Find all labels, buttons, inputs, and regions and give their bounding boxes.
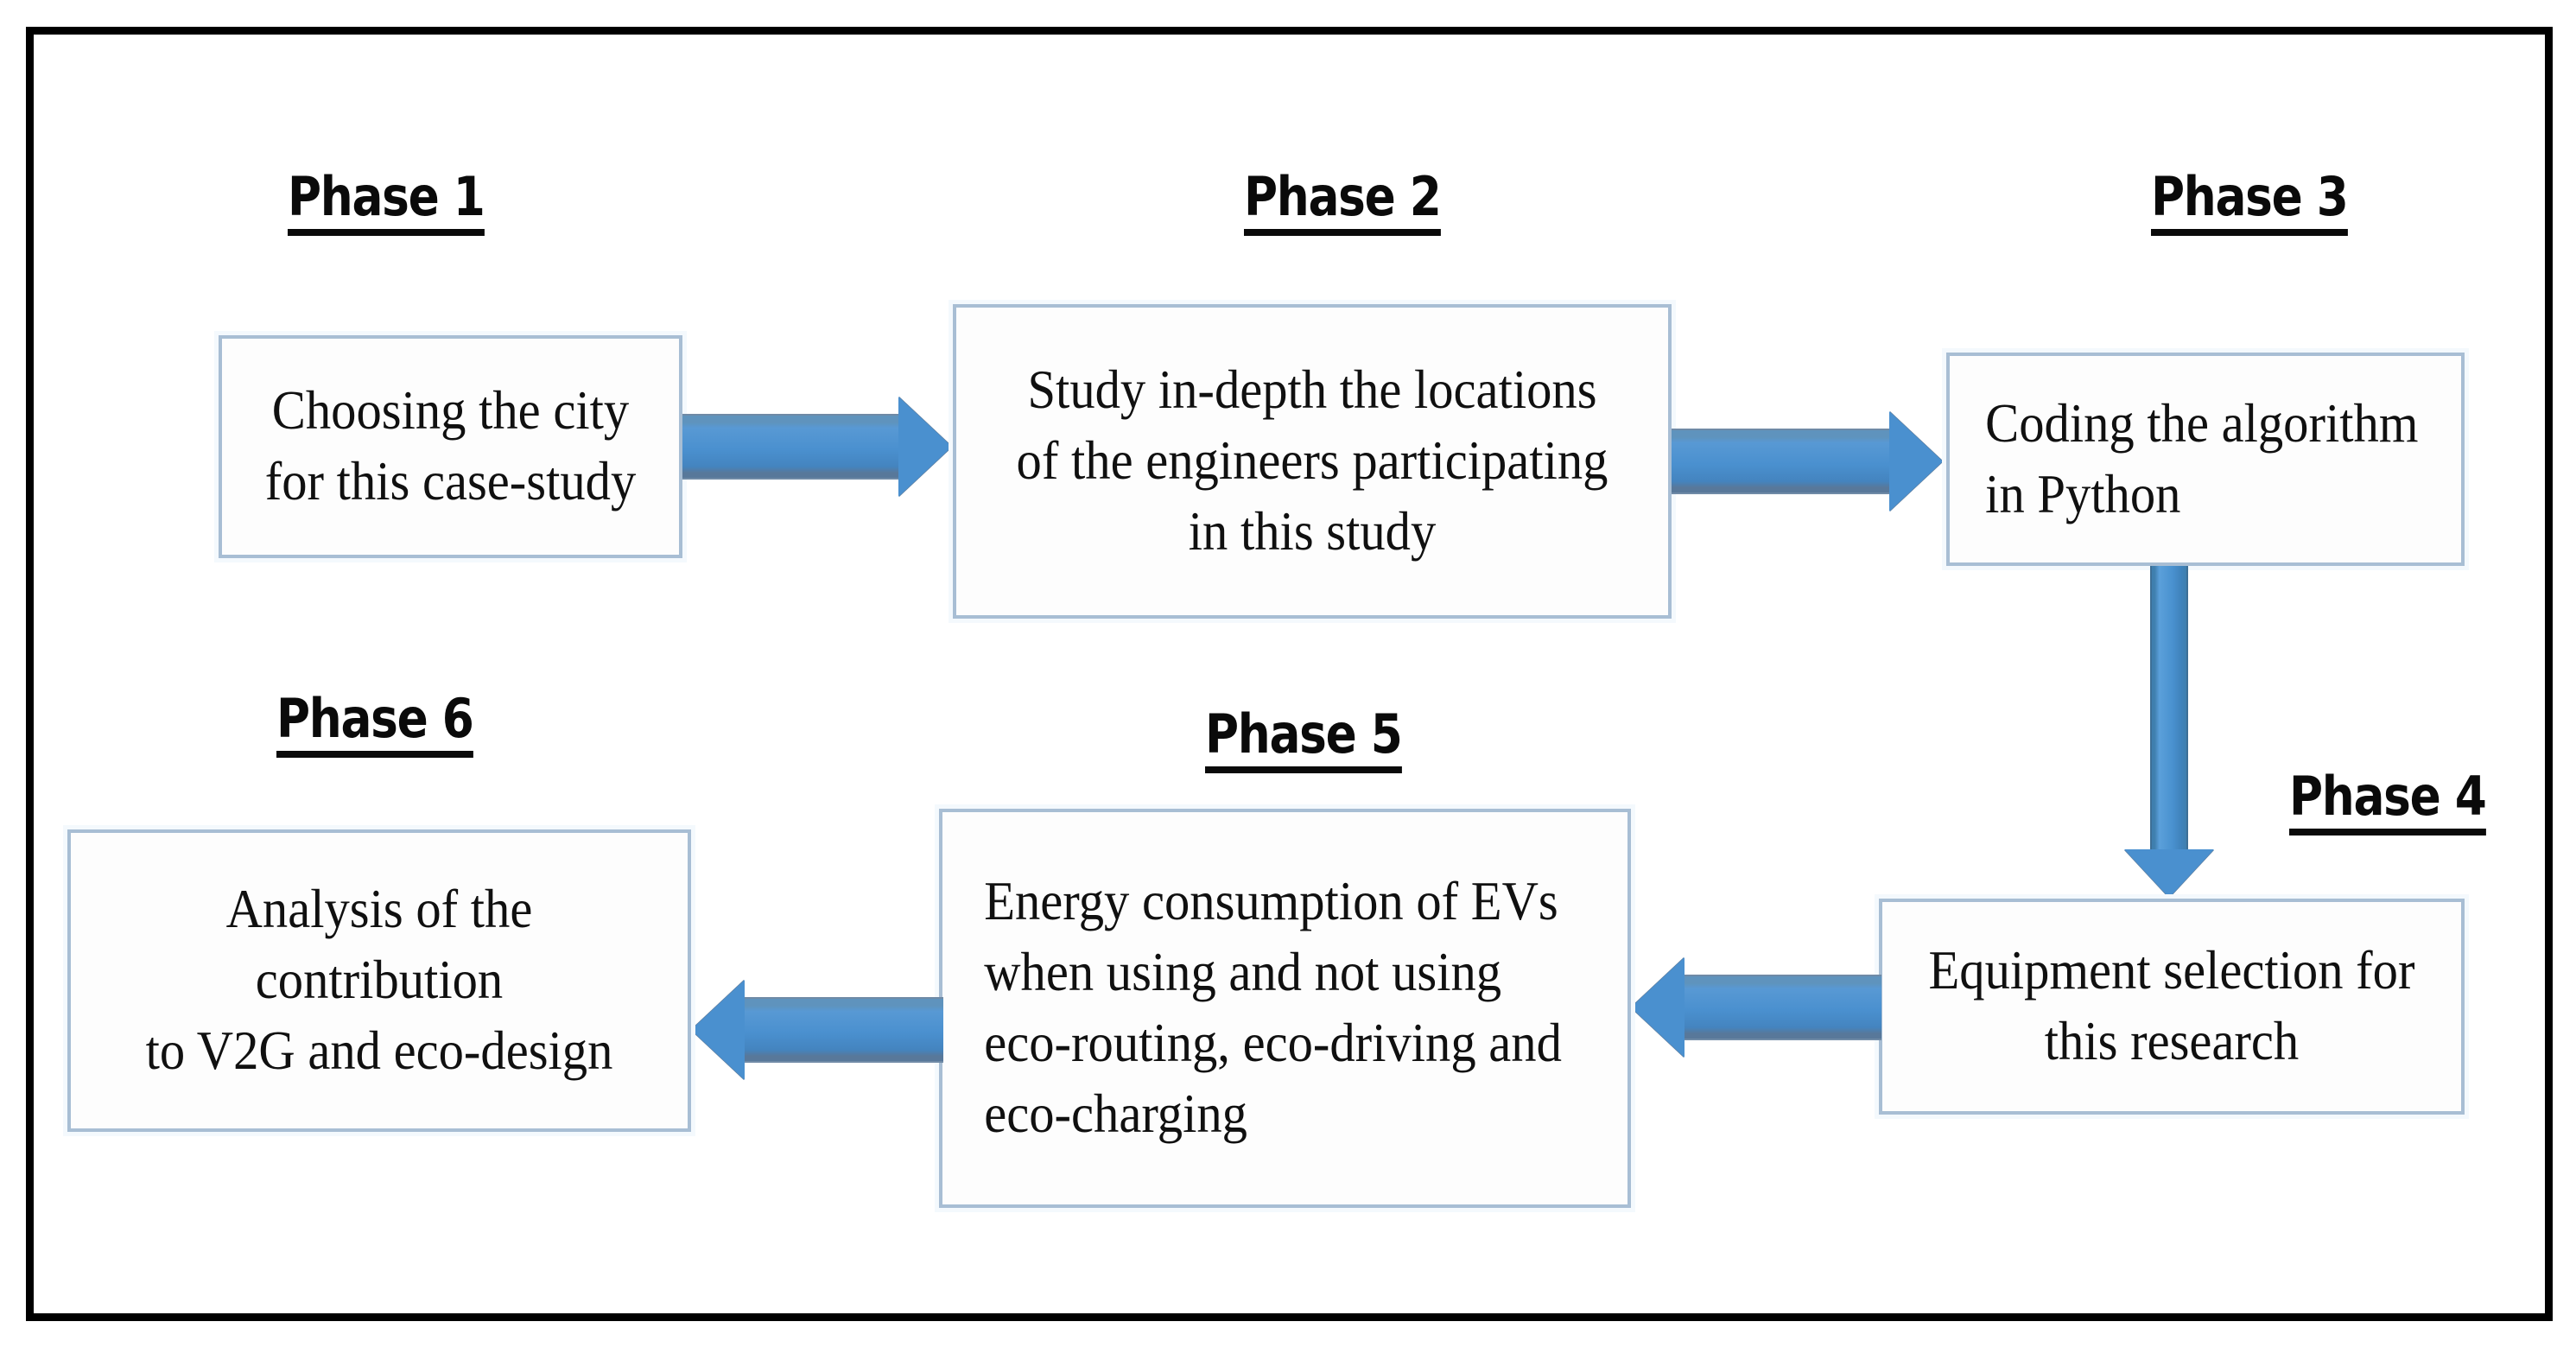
phase-1-label: Phase 1	[288, 169, 485, 237]
arrow-shaft	[2150, 566, 2188, 851]
phase-5-box-text: Energy consumption of EVs when using and…	[984, 871, 1562, 1144]
phase-1-box[interactable]: Choosing the city for this case-study	[219, 335, 682, 558]
arrow-head-right-icon	[1889, 411, 1943, 511]
arrow-phase3-to-phase4	[2124, 566, 2214, 899]
arrow-head-down-icon	[2124, 849, 2214, 898]
arrow-shaft	[1683, 975, 1881, 1040]
phase-4-box-text: Equipment selection for this research	[1928, 940, 2415, 1071]
phase-2-label: Phase 2	[1244, 169, 1442, 237]
phase-6-label: Phase 6	[276, 691, 474, 759]
phase-6-box-text: Analysis of the contribution to V2G and …	[145, 879, 613, 1081]
phase-4-label: Phase 4	[2289, 769, 2487, 836]
phase-6-box[interactable]: Analysis of the contribution to V2G and …	[67, 829, 691, 1132]
phase-3-label: Phase 3	[2151, 169, 2349, 237]
arrow-shaft	[682, 414, 901, 480]
phase-5-box[interactable]: Energy consumption of EVs when using and…	[939, 809, 1631, 1208]
phase-3-box[interactable]: Coding the algorithm in Python	[1946, 353, 2465, 566]
phase-1-box-text: Choosing the city for this case-study	[264, 380, 637, 511]
arrow-head-right-icon	[898, 397, 952, 497]
arrow-head-left-icon	[691, 980, 745, 1080]
phase-4-box[interactable]: Equipment selection for this research	[1879, 899, 2465, 1115]
phase-2-box-text: Study in-depth the locations of the engi…	[1016, 359, 1608, 562]
arrow-head-left-icon	[1631, 957, 1685, 1058]
phase-5-label: Phase 5	[1205, 707, 1403, 774]
arrow-shaft	[1672, 429, 1892, 494]
phase-3-box-text: Coding the algorithm in Python	[1985, 392, 2419, 524]
phase-2-box[interactable]: Study in-depth the locations of the engi…	[953, 304, 1672, 619]
arrow-shaft	[743, 997, 943, 1063]
